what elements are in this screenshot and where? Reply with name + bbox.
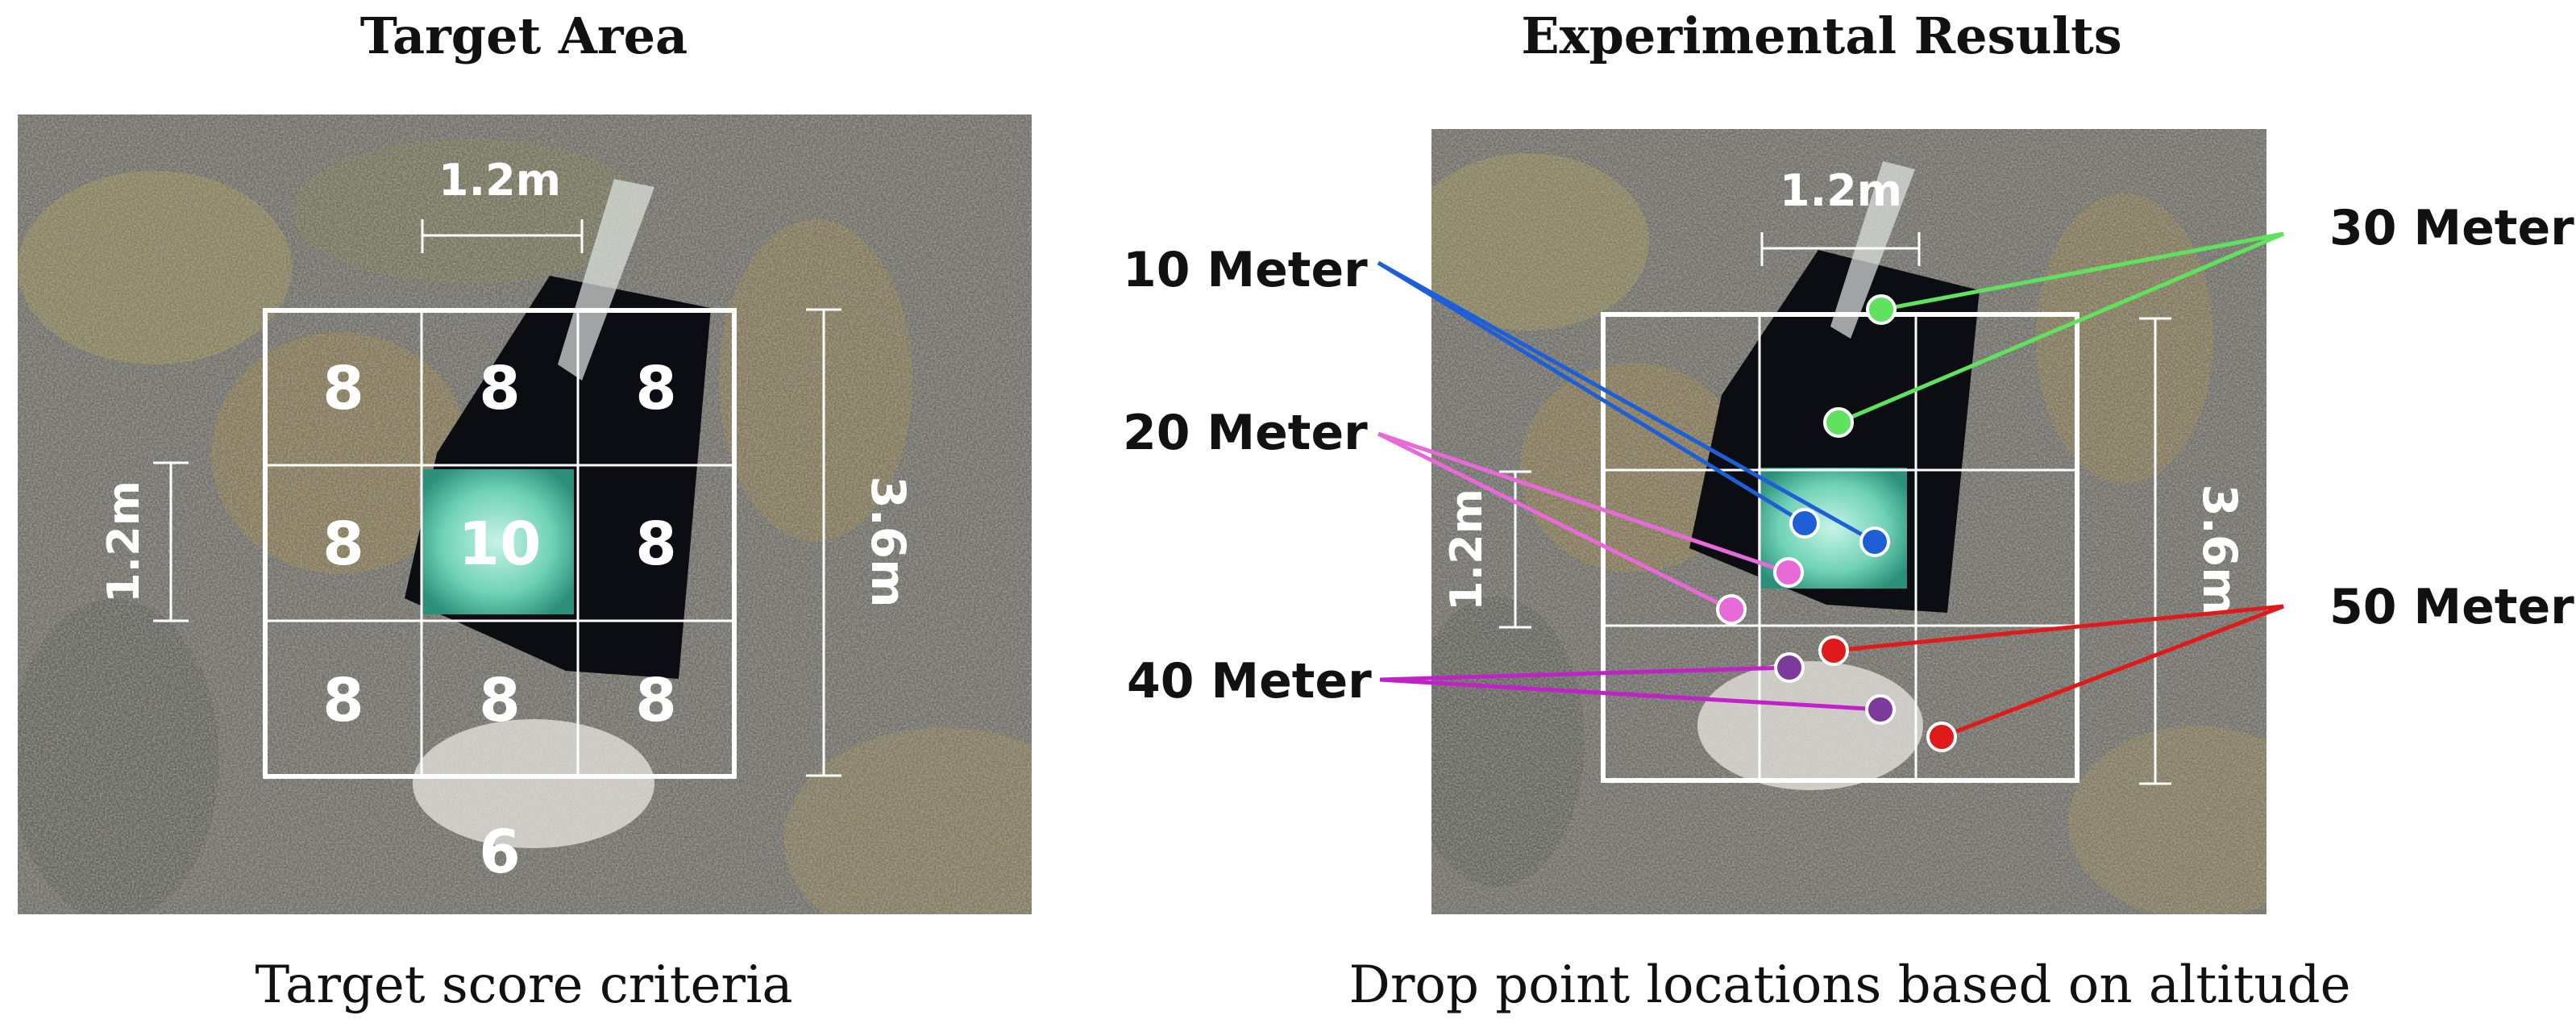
right-dim-top: 1.2m bbox=[1780, 165, 1902, 216]
score-r1c2: 8 bbox=[479, 354, 521, 423]
left-panel-title: Target Area bbox=[359, 6, 688, 65]
leader-10m bbox=[1377, 260, 1876, 544]
leader-20m bbox=[1377, 431, 1789, 612]
score-r2c1: 8 bbox=[322, 510, 364, 579]
score-r1c1: 8 bbox=[322, 354, 364, 423]
drop-point-30m-a bbox=[1866, 294, 1897, 325]
label-40-meter: 40 Meter bbox=[1127, 653, 1372, 710]
score-r3c1: 8 bbox=[322, 666, 364, 735]
label-10-meter: 10 Meter bbox=[1123, 242, 1368, 298]
drop-point-30m-b bbox=[1823, 407, 1854, 438]
right-panel-title: Experimental Results bbox=[1521, 6, 2122, 65]
label-20-meter: 20 Meter bbox=[1123, 405, 1368, 461]
drop-point-40m-a bbox=[1774, 652, 1805, 683]
left-dim-left: 1.2m bbox=[98, 481, 149, 603]
leader-40m bbox=[1379, 665, 1881, 712]
left-dim-right: 3.6m bbox=[861, 476, 916, 607]
left-panel-caption: Target score criteria bbox=[255, 955, 793, 1015]
score-r3c2: 8 bbox=[479, 666, 521, 735]
drop-point-20m-b bbox=[1716, 594, 1747, 625]
drop-point-50m-b bbox=[1926, 722, 1957, 752]
leader-50m bbox=[1833, 604, 2284, 739]
left-dim-top: 1.2m bbox=[438, 155, 561, 206]
right-panel-caption: Drop point locations based on altitude bbox=[1348, 955, 2351, 1015]
score-r1c3: 8 bbox=[635, 354, 677, 423]
left-aerial-photo: 1.2m 1.2m 3.6m 8 8 8 8 10 8 8 8 8 6 bbox=[18, 114, 1032, 914]
label-50-meter: 50 Meter bbox=[2329, 579, 2574, 635]
outer-score: 6 bbox=[479, 818, 521, 887]
right-dim-left: 1.2m bbox=[1441, 489, 1492, 611]
drop-point-40m-b bbox=[1865, 694, 1896, 725]
drop-point-20m-a bbox=[1773, 557, 1804, 588]
leader-30m bbox=[1838, 231, 2284, 425]
drop-point-10m-a bbox=[1789, 508, 1820, 539]
right-dim-right: 3.6m bbox=[2192, 484, 2247, 615]
score-r2c3: 8 bbox=[635, 510, 677, 579]
right-aerial-photo: 1.2m 1.2m 3.6m bbox=[1431, 129, 2266, 914]
drop-point-10m-b bbox=[1859, 526, 1890, 557]
score-r2c2: 10 bbox=[459, 510, 542, 579]
drop-point-50m-a bbox=[1818, 635, 1849, 666]
label-30-meter: 30 Meter bbox=[2329, 200, 2574, 256]
score-r3c3: 8 bbox=[635, 666, 677, 735]
